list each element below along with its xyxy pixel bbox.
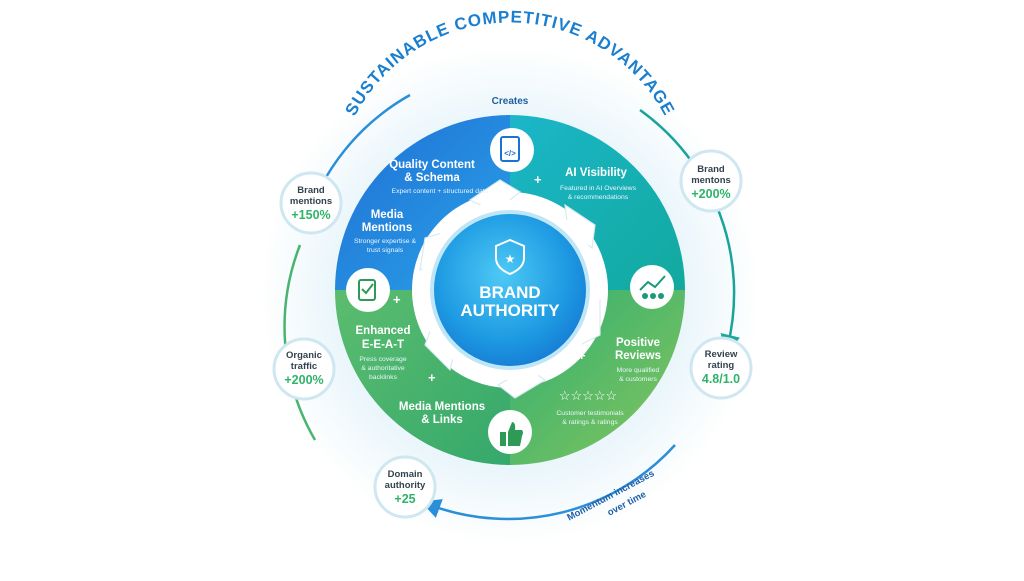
outer-cycle-arrow-right: [639, 108, 741, 355]
badge-domain-authority: Domain authority +25: [373, 455, 437, 519]
badge-organic-traffic: Organic traffic +200%: [272, 337, 336, 401]
badge-brand-right-value: +200%: [691, 187, 730, 201]
segment-testimonials-sub2: & ratings & ratings: [562, 419, 618, 426]
segment-quality-sub: Expert content + structured data: [392, 188, 489, 195]
badge-organic-line2: traffic: [291, 361, 317, 372]
badge-brand-left-line1: Brand: [297, 185, 325, 196]
badge-brand-left-line2: mentions: [290, 196, 332, 207]
brand-authority-core: [430, 210, 590, 370]
svg-text:★: ★: [505, 252, 516, 266]
badge-brand-mentions-right: Brand mentons +200%: [679, 149, 743, 213]
badge-review-rating: Review rating 4.8/1.0: [689, 336, 753, 400]
segment-reviews-title1: Positive: [616, 337, 660, 349]
plus-mark-top: +: [534, 172, 542, 187]
segment-reviews-sub1: More qualified: [617, 367, 660, 374]
badge-review-value: 4.8/1.0: [702, 372, 740, 386]
plus-mark-bottom-left: +: [428, 370, 436, 385]
segment-ai-sub2: & recommendations: [568, 194, 629, 201]
center-title-line1: BRAND: [479, 283, 540, 302]
center-title-line2: AUTHORITY: [460, 301, 560, 320]
segment-reviews-sub2: & customers: [619, 376, 657, 383]
outer-cycle-arrow-bottom: [420, 444, 676, 521]
badge-brand-right-line1: Brand: [697, 164, 725, 175]
segment-reviews-title2: Reviews: [615, 350, 661, 362]
growth-people-icon: [630, 265, 674, 309]
segment-positive-reviews: Positive Reviews More qualified & custom…: [615, 337, 661, 383]
segment-enhanced-eeat: Enhanced E-E-A-T Press coverage & author…: [356, 325, 411, 381]
segment-media-sub2: trust signals: [367, 247, 404, 254]
segment-media-title2: Mentions: [362, 222, 412, 234]
code-document-icon: </>: [490, 128, 534, 172]
plus-mark-left: +: [393, 292, 401, 307]
shield-star-icon: ★: [495, 238, 525, 276]
thumbs-up-icon: [488, 410, 532, 454]
segment-ai-title: AI Visibility: [565, 167, 627, 179]
badge-review-line2: rating: [708, 360, 735, 371]
segment-quality-title1: Quality Content: [389, 159, 475, 171]
thumb-stars: ★★★★★: [495, 418, 524, 426]
badge-brand-mentions-left: Brand mentions +150%: [279, 171, 343, 235]
badge-review-line1: Review: [705, 349, 738, 360]
badge-domain-line2: authority: [385, 480, 426, 491]
badge-brand-right-line2: mentons: [691, 175, 731, 186]
segment-testimonials-sub1: Customer testimonials: [556, 410, 624, 417]
segment-eeat-sub2: & authoritative: [361, 365, 405, 372]
segment-eeat-title1: Enhanced: [356, 325, 411, 337]
plus-mark-bottom-right: +: [578, 348, 586, 363]
checklist-icon: [346, 268, 390, 312]
badge-organic-line1: Organic: [286, 350, 322, 361]
segment-ai-visibility: AI Visibility Featured in AI Overviews &…: [560, 167, 637, 201]
segment-testimonials: ☆☆☆☆☆ Customer testimonials & ratings & …: [556, 388, 624, 426]
segment-ai-sub1: Featured in AI Overviews: [560, 185, 637, 192]
rating-stars: ☆☆☆☆☆: [559, 388, 617, 403]
segment-quality-title2: & Schema: [404, 172, 460, 184]
creates-label: Creates: [492, 96, 529, 107]
segment-links-title2: & Links: [421, 414, 463, 426]
badge-organic-value: +200%: [284, 373, 323, 387]
svg-text:</>: </>: [504, 149, 516, 158]
segment-media-title1: Media: [371, 209, 404, 221]
badge-domain-value: +25: [394, 492, 415, 506]
badge-brand-left-value: +150%: [291, 208, 330, 222]
segment-media-sub1: Stronger expertise &: [354, 238, 416, 245]
segment-eeat-title2: E-E-A-T: [362, 339, 404, 351]
segment-links-title1: Media Mentions: [399, 401, 485, 413]
badge-domain-line1: Domain: [388, 469, 423, 480]
segment-media-mentions: Media Mentions Stronger expertise & trus…: [354, 209, 416, 254]
segment-media-links: Media Mentions & Links: [399, 401, 485, 426]
segment-eeat-sub1: Press coverage: [359, 356, 406, 363]
segment-eeat-sub3: backlinks: [369, 374, 398, 381]
segment-quality-content: Quality Content & Schema Expert content …: [389, 159, 488, 195]
